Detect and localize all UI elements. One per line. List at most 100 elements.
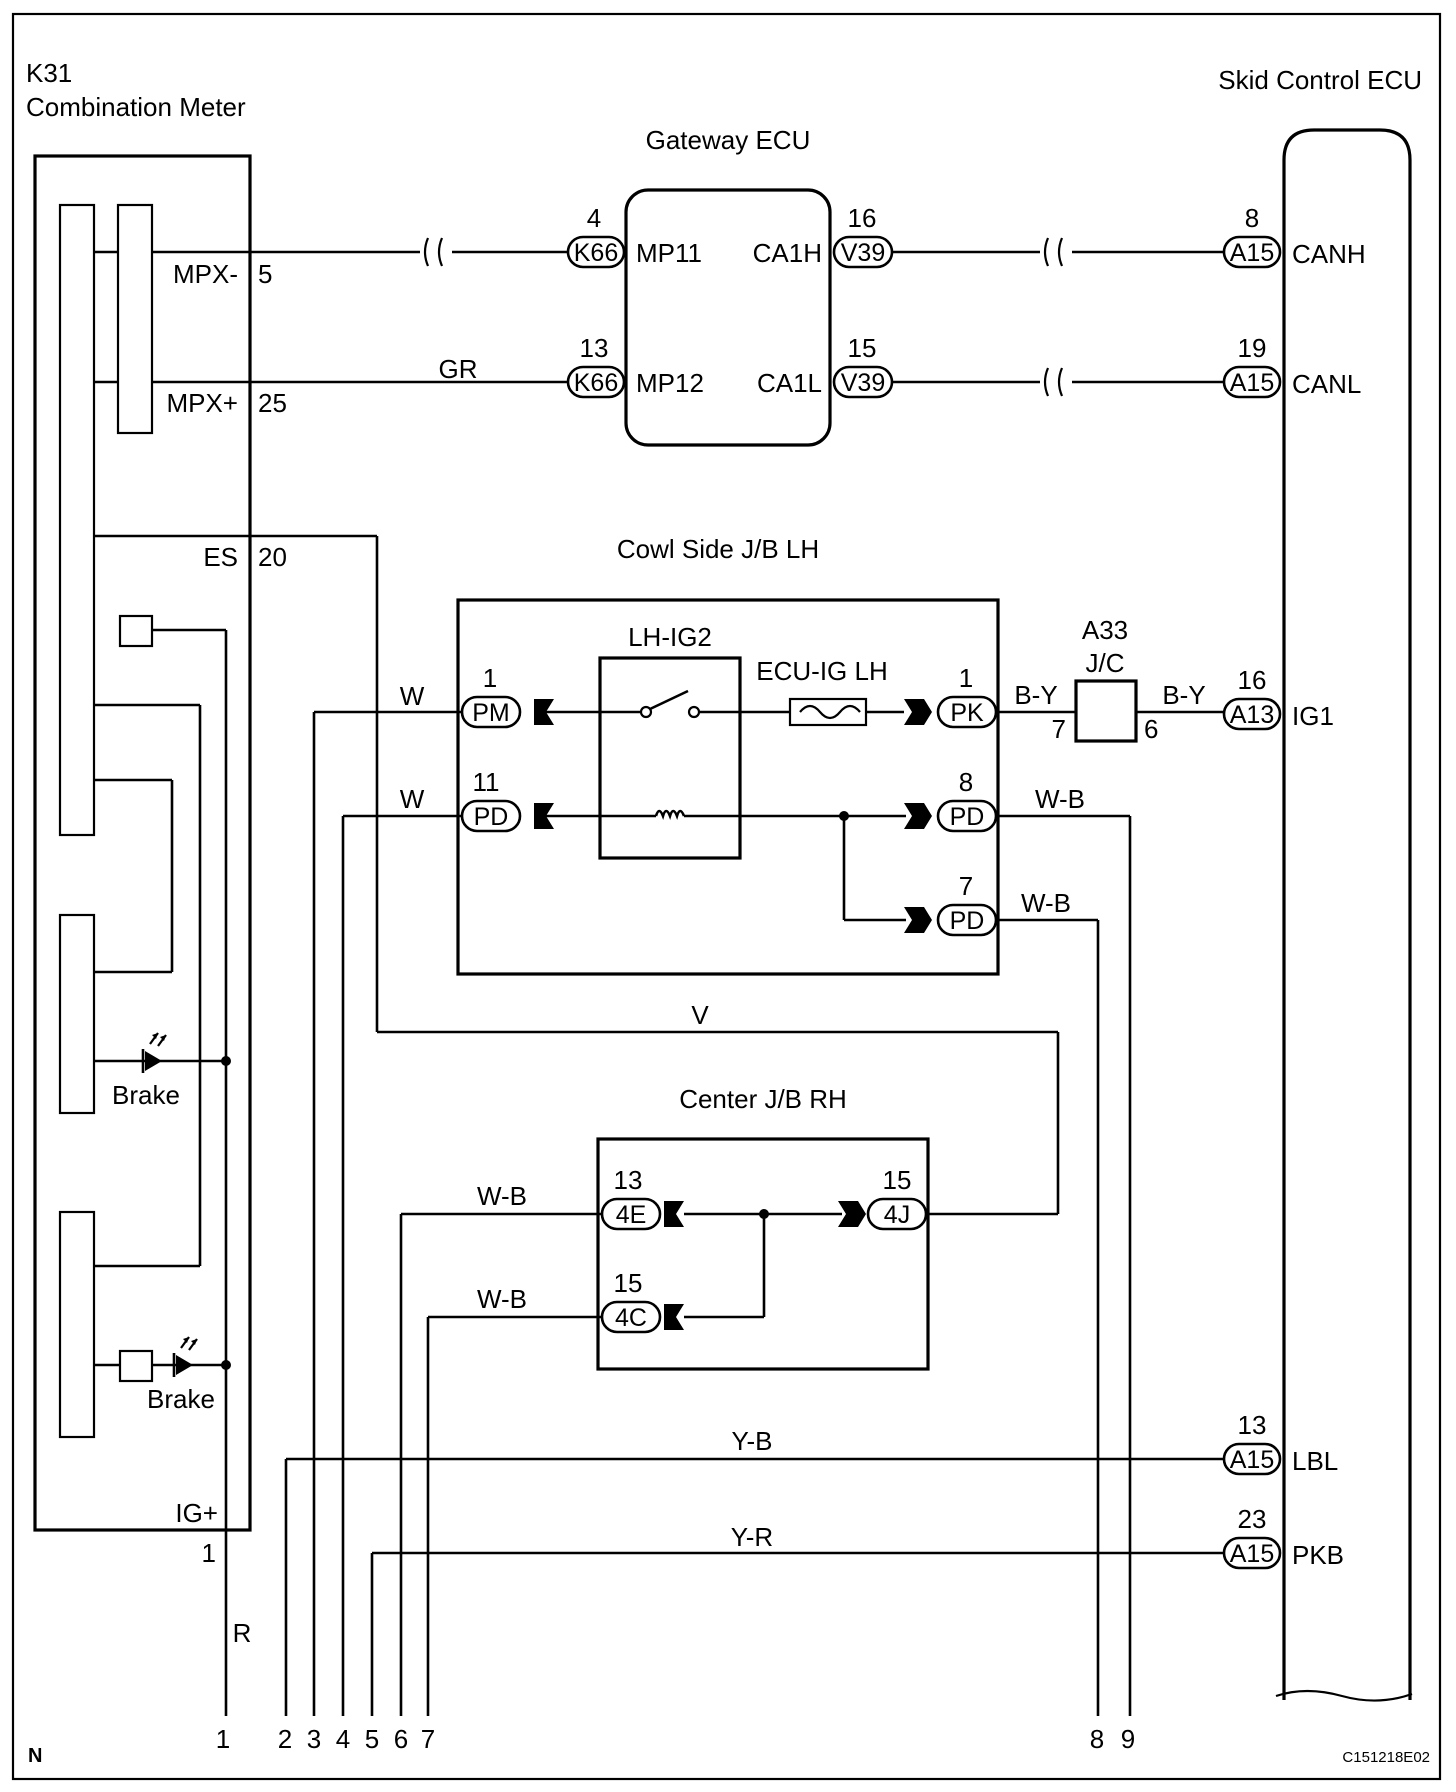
- skid-pin-ig1: IG1: [1292, 701, 1334, 731]
- jc-code: A33: [1082, 615, 1128, 645]
- wire-color-yb: Y-B: [732, 1426, 773, 1456]
- meter-code: K31: [26, 58, 72, 88]
- gateway-pin-ca1h: CA1H: [753, 238, 822, 268]
- junction-connector-a33: [1074, 679, 1138, 743]
- pin-mpx-plus-no: 25: [258, 388, 287, 418]
- brake-label-upper: Brake: [112, 1080, 180, 1110]
- connector-4c-pin: 15: [614, 1268, 643, 1298]
- connector-a15-label: A15: [1230, 1540, 1274, 1568]
- pin-ig-plus: IG+: [175, 1498, 218, 1528]
- skid-pin-lbl: LBL: [1292, 1446, 1338, 1476]
- terminal-number: 3: [307, 1724, 321, 1754]
- gateway-pin-mp12: MP12: [636, 368, 704, 398]
- corner-label: N: [28, 1745, 42, 1767]
- cowl-internal-wiring: [534, 710, 906, 922]
- connector-k66-pin: 13: [580, 333, 609, 363]
- skid-ecu-break-edge: [1275, 1689, 1413, 1702]
- meter-name: Combination Meter: [26, 92, 246, 122]
- terminal-number: 6: [394, 1724, 408, 1754]
- fuse-label: ECU-IG LH: [756, 656, 887, 686]
- junction-dot: [839, 811, 849, 821]
- cowl-jb-title: Cowl Side J/B LH: [617, 534, 819, 564]
- relay-box: [598, 656, 742, 860]
- connector-chevron: [904, 803, 932, 829]
- meter-module-mpx: [116, 203, 154, 435]
- skid-pin-canh: CANH: [1292, 239, 1366, 269]
- relay-switch-icon: [639, 689, 701, 719]
- meter-module-main: [58, 203, 96, 837]
- connector-v39-label: V39: [841, 239, 885, 267]
- meter-internal-wiring: [94, 250, 379, 1716]
- skid-pin-canl: CANL: [1292, 369, 1361, 399]
- connector-pd-pin: 11: [473, 767, 500, 797]
- brake-led-icon: [172, 1336, 198, 1377]
- terminal-number: 9: [1121, 1724, 1135, 1754]
- connector-chevron: [904, 907, 932, 933]
- connector-pk-pin: 1: [959, 663, 973, 693]
- connector-k66: [566, 365, 626, 399]
- skid-connectors: [1222, 235, 1282, 1570]
- relay-coil-icon: [654, 809, 686, 820]
- cowl-side-jb-box: [456, 598, 1000, 976]
- fuse-element: [799, 704, 861, 720]
- connector-4e-pin: 13: [614, 1165, 643, 1195]
- connector-k66-label: K66: [574, 239, 618, 267]
- connector-pm-pin: 1: [483, 663, 497, 693]
- connector-a13-pin: 16: [1238, 665, 1267, 695]
- connector-v39-pin: 16: [848, 203, 877, 233]
- pin-mpx-minus-no: 5: [258, 259, 272, 289]
- figure-code: C151218E02: [1342, 1749, 1430, 1766]
- connector-pd-label: PD: [474, 803, 509, 831]
- connector-4e-label: 4E: [616, 1201, 647, 1229]
- pin-es-no: 20: [258, 542, 287, 572]
- relay-label: LH-IG2: [628, 622, 712, 652]
- center-jb-title: Center J/B RH: [679, 1084, 847, 1114]
- connector-pd-label: PD: [950, 803, 985, 831]
- wire-color-r: R: [233, 1618, 252, 1648]
- skid-pin-pkb: PKB: [1292, 1540, 1344, 1570]
- wire-color-wb: W-B: [1035, 784, 1085, 814]
- brake-label-lower: Brake: [147, 1384, 215, 1414]
- connector-a15-pin: 13: [1238, 1410, 1267, 1440]
- connector-k66-label: K66: [574, 369, 618, 397]
- connector-v39-pin: 15: [848, 333, 877, 363]
- fuse-icon: [788, 697, 868, 727]
- meter-indicator-box-upper: [118, 614, 154, 648]
- wire-color-wb: W-B: [477, 1181, 527, 1211]
- skid-ecu-title: Skid Control ECU: [1218, 65, 1422, 95]
- brake-led-icon: [141, 1032, 167, 1073]
- wire-color-wb: W-B: [477, 1284, 527, 1314]
- connector-a15-label: A15: [1230, 369, 1274, 397]
- connector-k66: [566, 235, 626, 269]
- wire-color-w: W: [400, 681, 425, 711]
- connector-a15-pin: 8: [1245, 203, 1259, 233]
- connector-v39: [832, 365, 894, 399]
- terminal-number: 1: [216, 1724, 230, 1754]
- connector-4j-label: 4J: [884, 1201, 910, 1229]
- wire-color-by: B-Y: [1014, 680, 1057, 710]
- connector-pd-label: PD: [950, 907, 985, 935]
- connector-a13-label: A13: [1230, 701, 1274, 729]
- meter-module-brake-b: [58, 1210, 96, 1439]
- terminal-number: 4: [336, 1724, 350, 1754]
- pin-ig-plus-no: 1: [202, 1538, 216, 1568]
- terminal-number: 8: [1090, 1724, 1104, 1754]
- wire-color-v: V: [691, 1000, 709, 1030]
- wire-color-by: B-Y: [1162, 680, 1205, 710]
- connector-v39: [832, 235, 894, 269]
- connector-chevron: [664, 1201, 684, 1227]
- connector-a15-label: A15: [1230, 239, 1274, 267]
- wire-color-wb: W-B: [1021, 888, 1071, 918]
- pin-mpx-plus: MPX+: [166, 388, 238, 418]
- combination-meter-box: [33, 154, 252, 1532]
- terminal-number: 7: [421, 1724, 435, 1754]
- connector-a15-pin: 19: [1238, 333, 1267, 363]
- center-internal-wiring: [684, 1212, 842, 1319]
- meter-indicator-box-lower: [118, 1349, 154, 1383]
- connector-pm-label: PM: [472, 699, 510, 727]
- connector-pk-label: PK: [950, 699, 984, 727]
- junction-dot: [759, 1209, 769, 1219]
- gateway-pin-mp11: MP11: [636, 238, 702, 268]
- terminal-number: 2: [278, 1724, 292, 1754]
